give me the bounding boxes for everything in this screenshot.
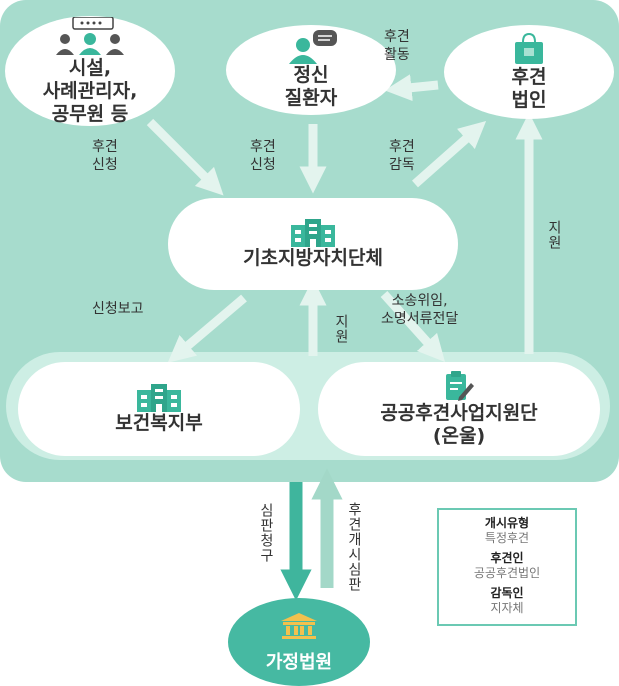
node-facility: 시설, 사례관리자, 공무원 등 [5,16,175,126]
apply-left-label: 후견 신청 [92,139,118,173]
building-icon [137,383,181,412]
node-patient: 정신 질환자 [226,25,396,115]
patient-label: 정신 질환자 [284,64,338,109]
delegate-label: 소송위임, 소명서류전달 [381,293,459,327]
building-icon [291,218,335,247]
arrow-apply-left [146,118,224,196]
node-court: 가정법원 [228,598,370,686]
legend-guardian-value: 공공후견법인 [473,566,541,580]
start-trial-label: 후견개시심판 [346,502,362,592]
support-team-label: 공공후견사업지원단 (온울) [380,402,538,447]
support-center-label: 지원 [333,314,349,344]
arrow-apply-report [167,294,247,363]
apply-report-label: 신청보고 [92,301,144,317]
courthouse-icon [281,613,317,639]
legend-supervisor-key: 감독인 [490,586,524,600]
legend-type-key: 개시유형 [484,516,530,530]
arrow-guardian-activity [384,74,439,102]
legend-box: 개시유형 특정후견 후견인 공공후견법인 감독인 지자체 [437,508,577,626]
health-office-label: 보건복지부 [115,411,203,434]
legend-type-value: 특정후견 [484,531,530,545]
node-local-gov: 기초지방자치단체 [168,198,458,290]
petition-label: 심판청구 [258,503,274,563]
local-gov-label: 기초지방자치단체 [243,246,383,269]
court-label: 가정법원 [265,652,333,673]
apply-center-label: 후견 신청 [250,139,276,173]
guardian-activity-label: 후견 활동 [384,29,410,63]
node-health-office: 보건복지부 [18,362,300,456]
support-right-label: 지원 [546,220,562,250]
arrow-delegate [380,290,446,363]
facility-label: 시설, 사례관리자, 공무원 등 [42,56,138,125]
shopping-bag-icon [515,32,543,64]
people-icon [56,16,124,55]
supervise-label: 후견 감독 [389,139,415,173]
guardian-corp-label: 후견 법인 [511,66,547,111]
person-speech-icon [289,30,337,64]
legend-supervisor-value: 지자체 [490,601,524,615]
arrow-supervise [412,121,487,188]
legend-guardian-key: 후견인 [490,551,524,565]
node-support-team: 공공후견사업지원단 (온울) [318,362,600,456]
node-guardian-corp: 후견 법인 [444,25,614,119]
clipboard-pen-icon [446,371,474,401]
